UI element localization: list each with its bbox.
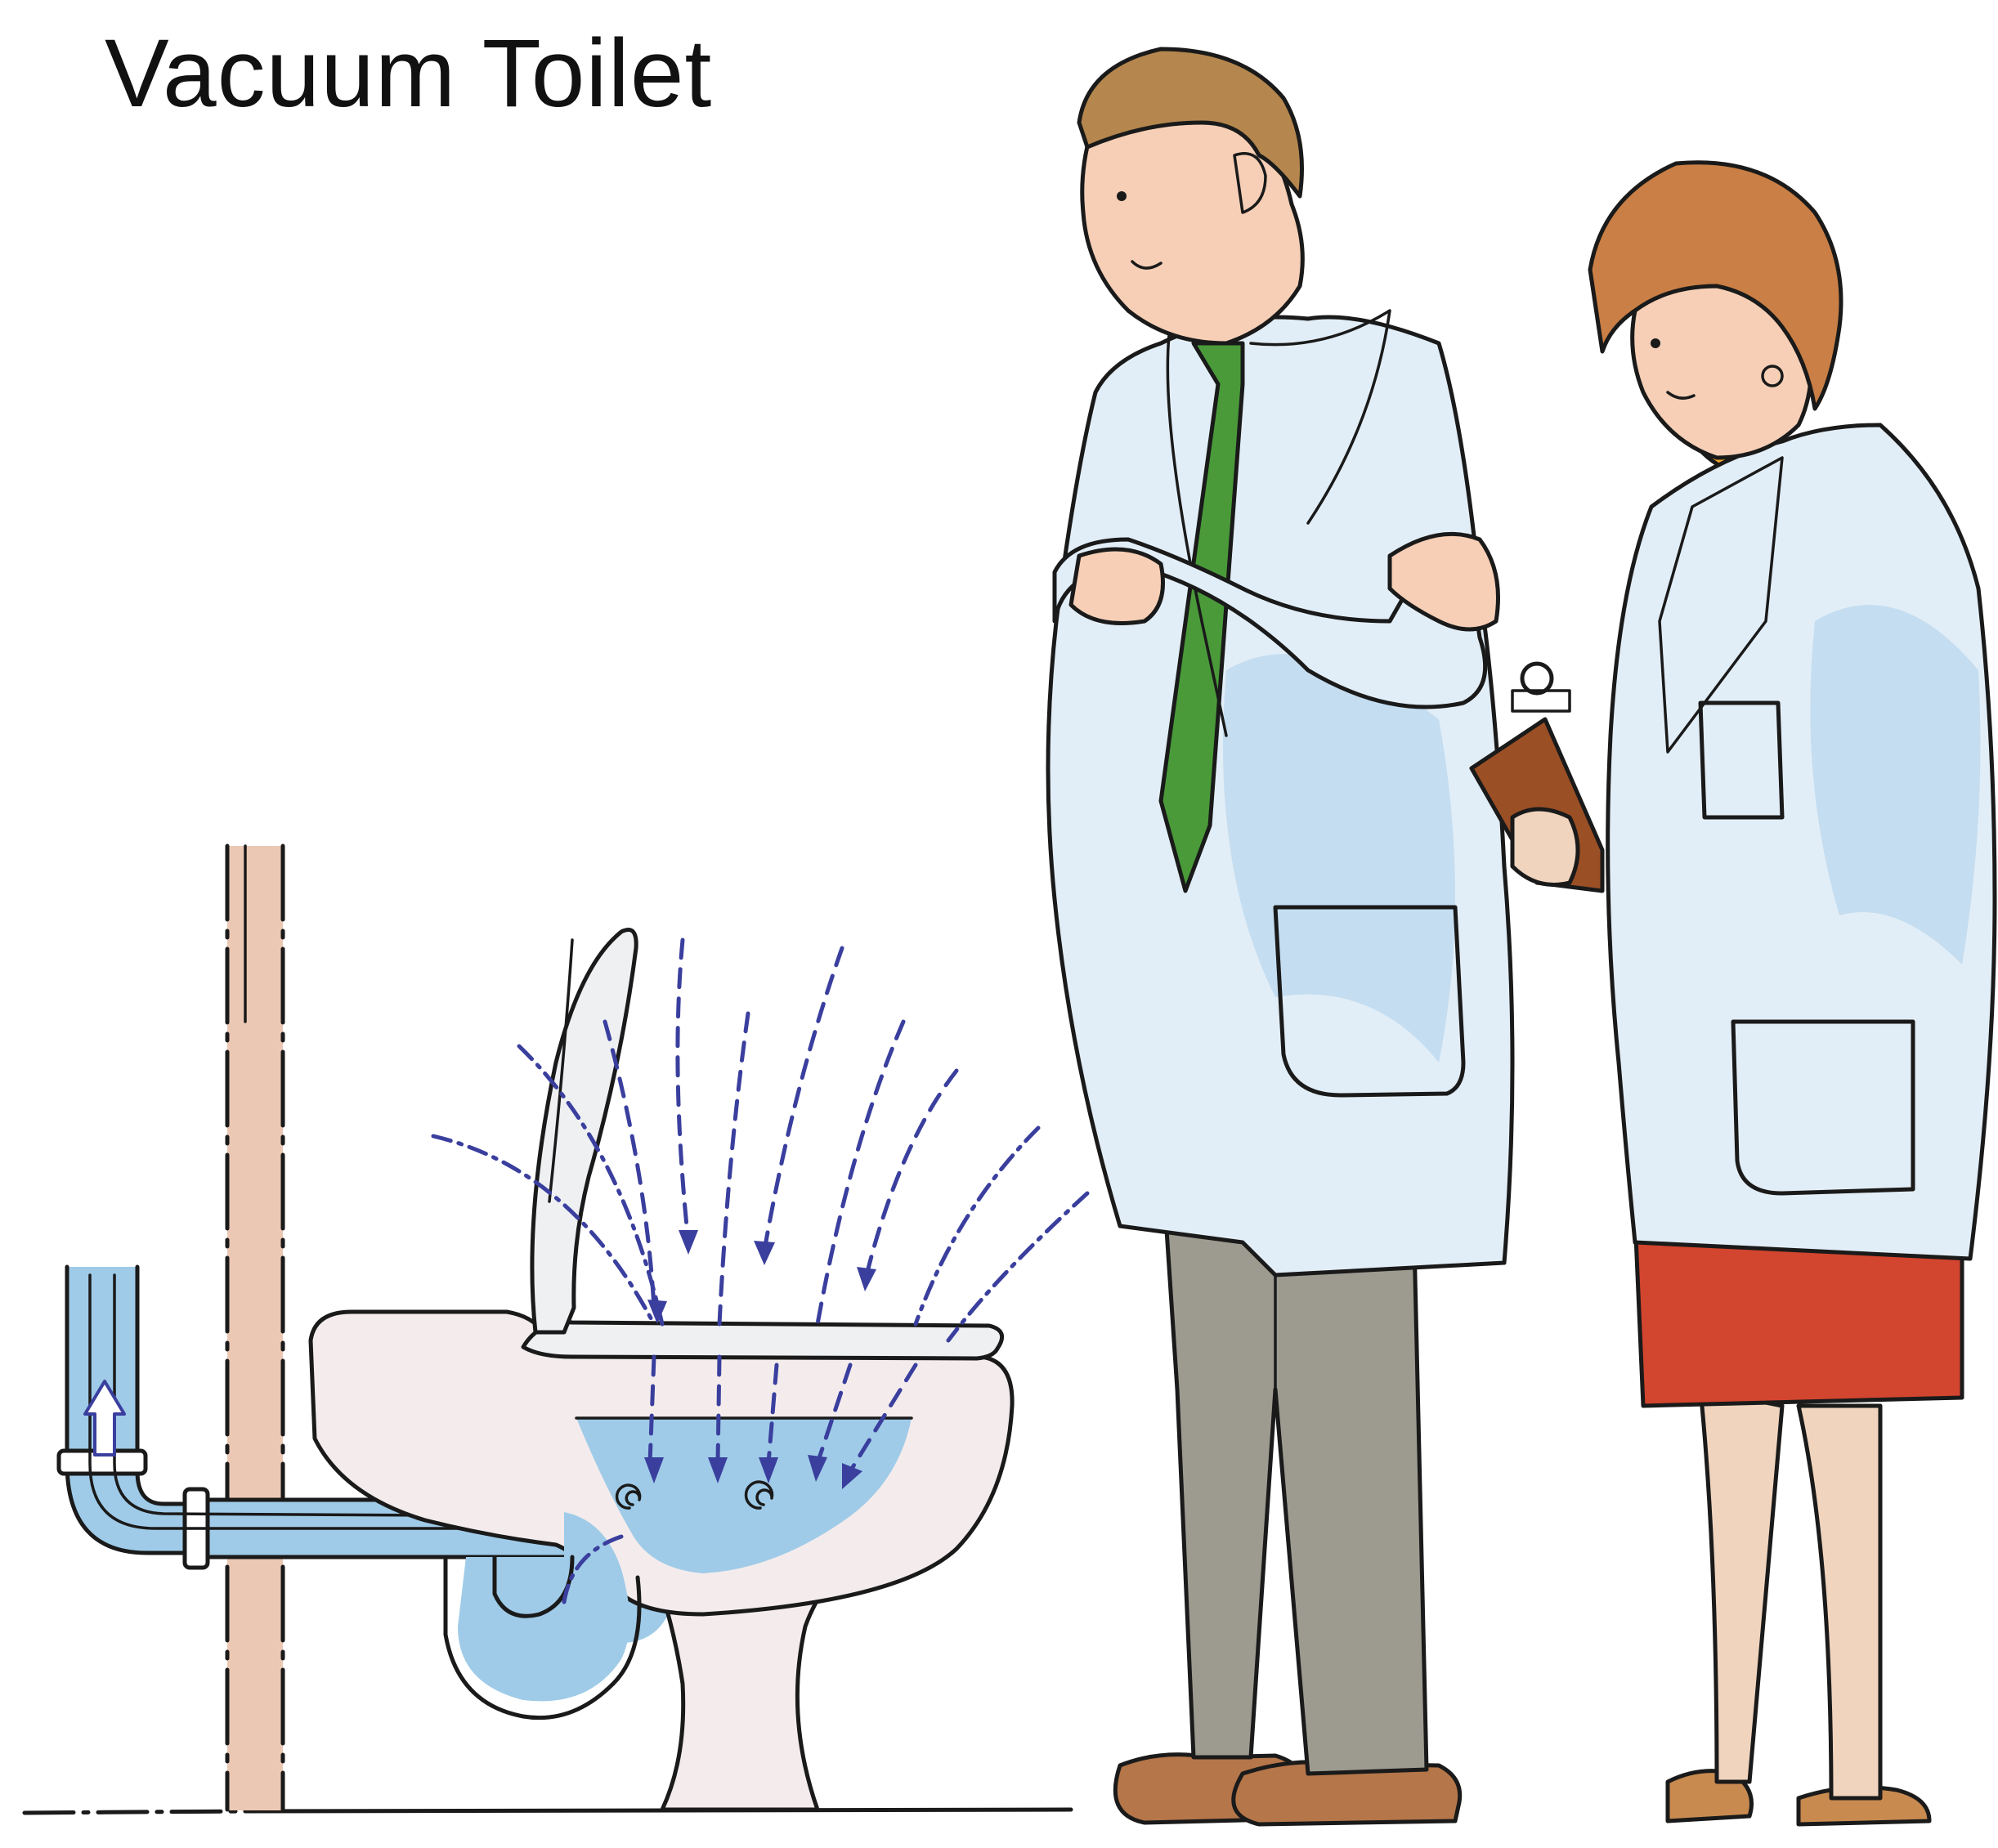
woman-scientist: [1472, 163, 1995, 1824]
toilet-bowl: [311, 930, 1012, 1810]
wall-stud: [227, 846, 283, 1810]
man-scientist: [1048, 49, 1512, 1824]
floor-line: [25, 1810, 1071, 1813]
